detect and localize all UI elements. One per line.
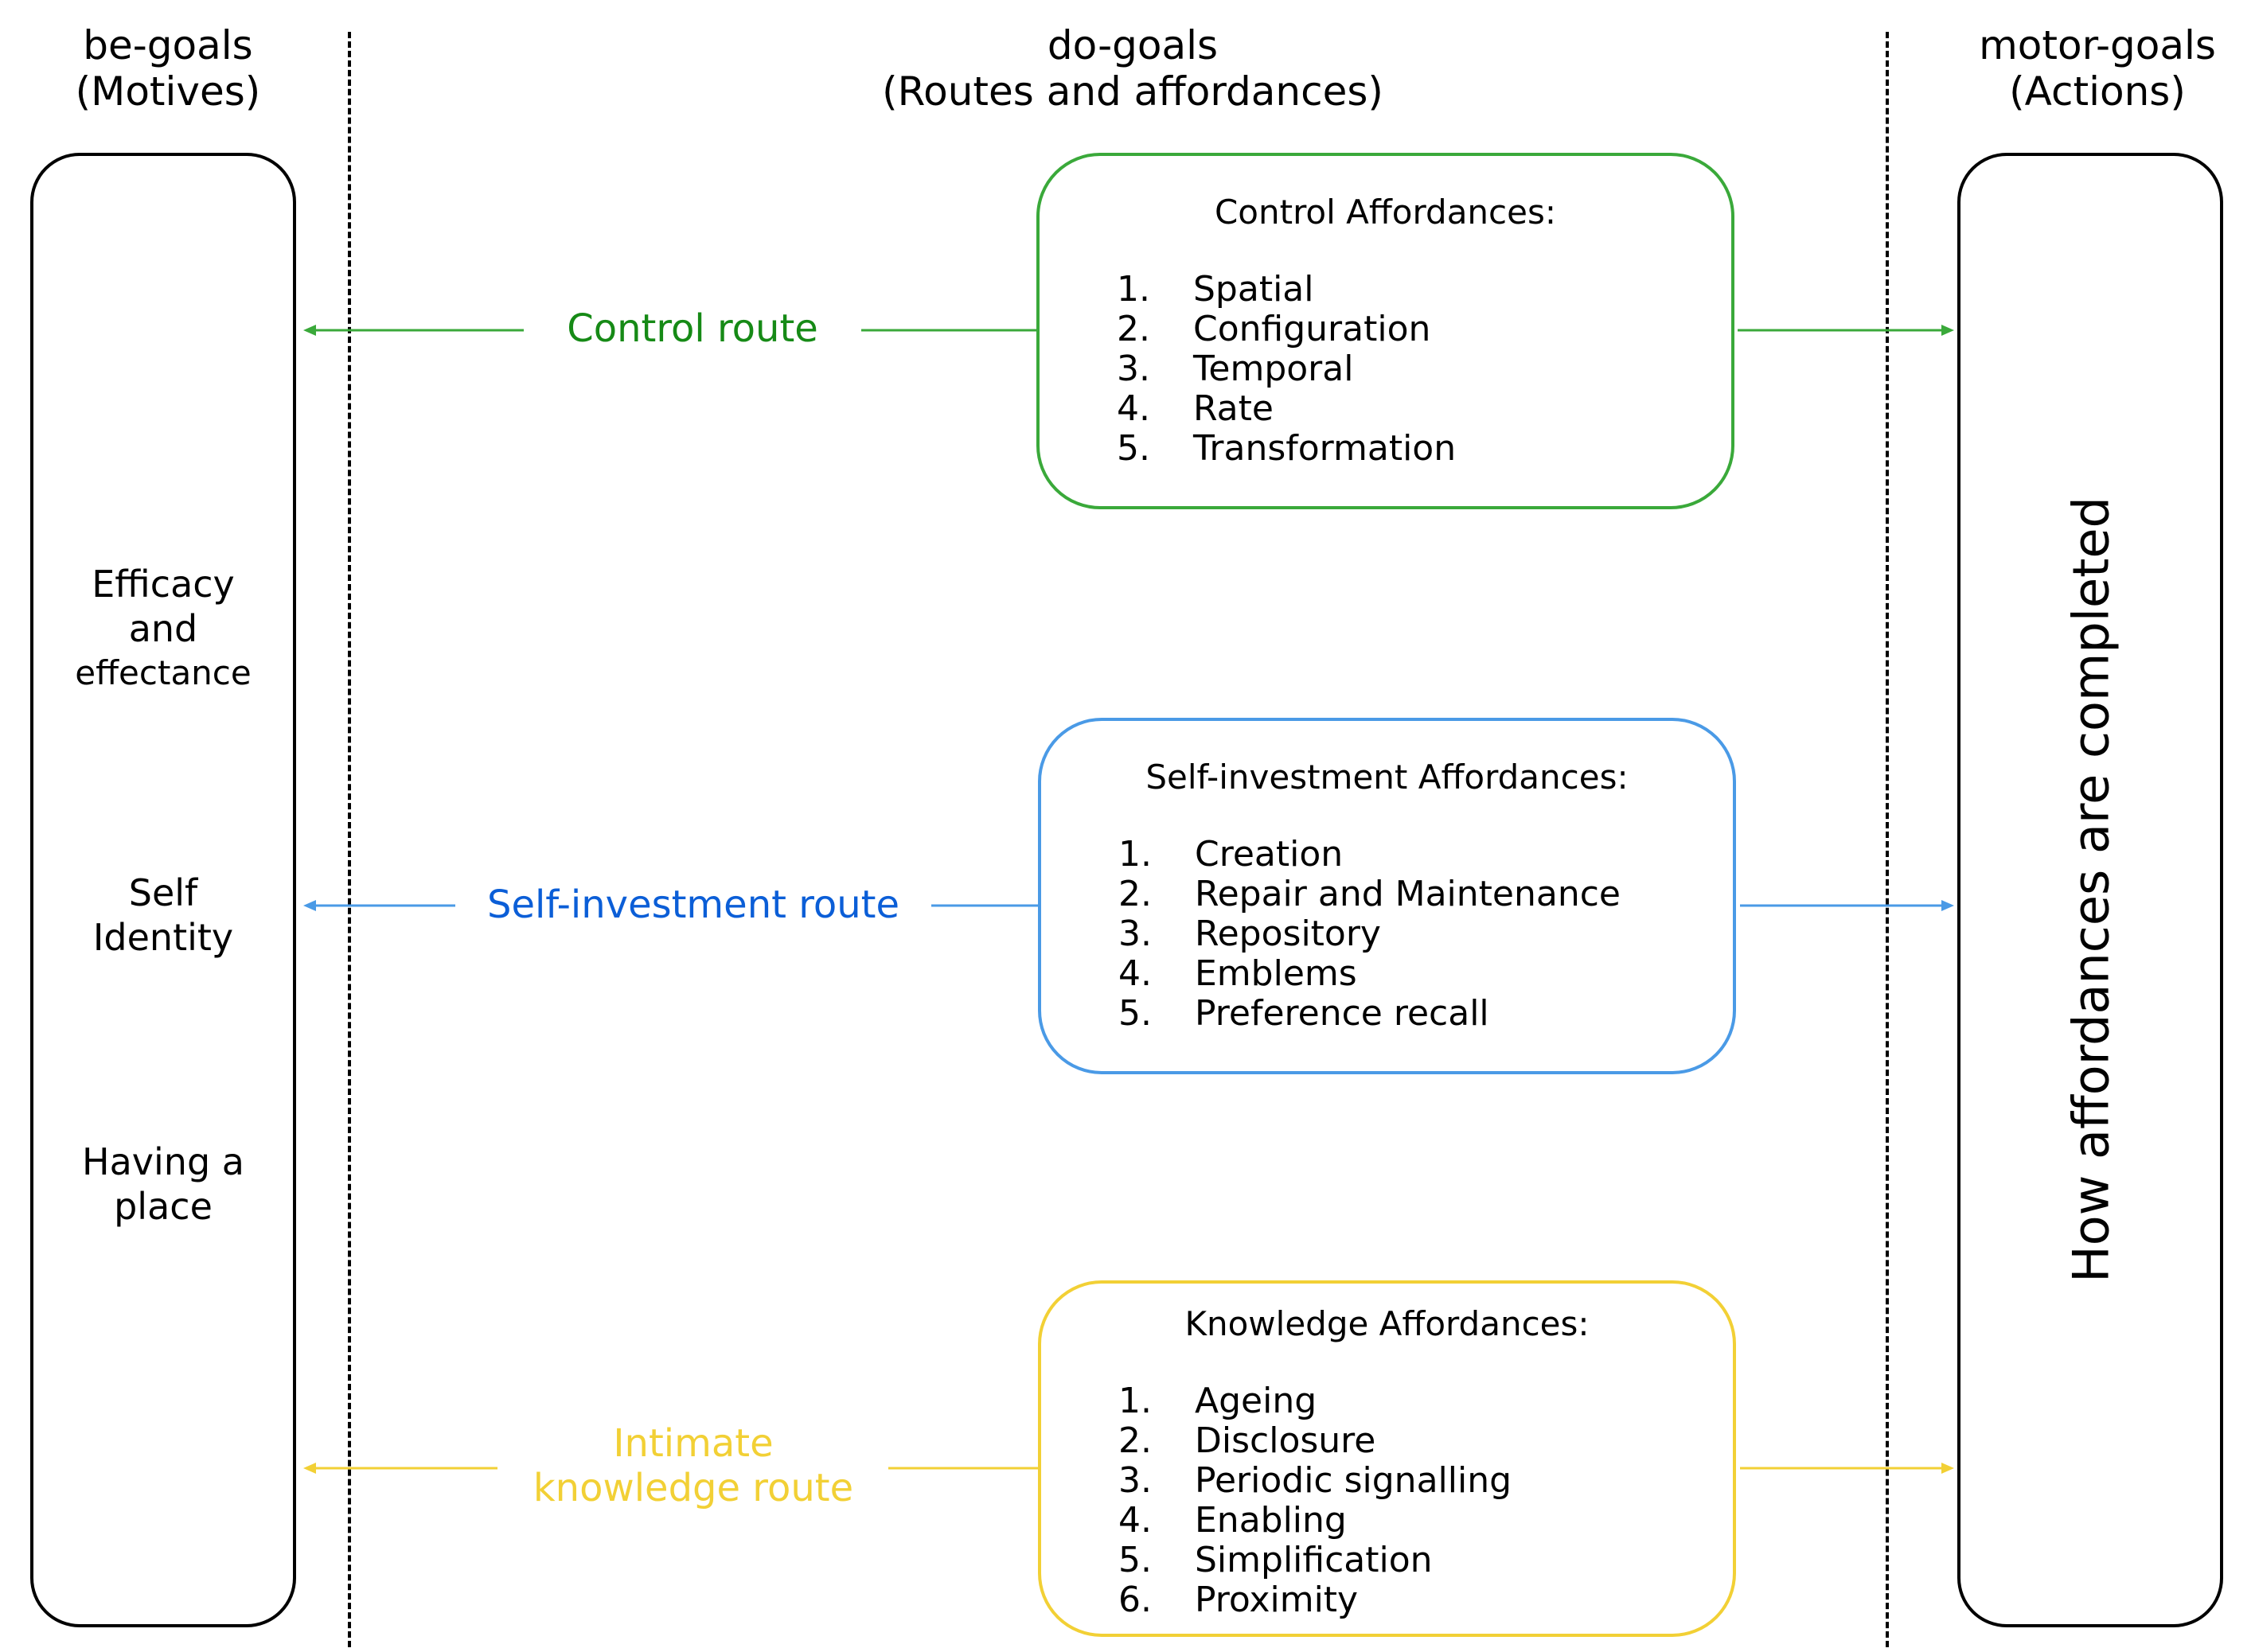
item-text: Spatial <box>1193 269 1314 310</box>
motive-efficacy-line3: effectance <box>75 653 252 692</box>
self-investment-affordances-box: Self-investment Affordances: 1.Creation … <box>1038 718 1736 1074</box>
item-number: 2. <box>1118 874 1152 914</box>
item-number: 3. <box>1118 914 1152 954</box>
do-goals-subtitle: (Routes and affordances) <box>882 68 1383 115</box>
item-text: Periodic signalling <box>1195 1460 1512 1501</box>
control-affordances-box: Control Affordances: 1. Spatial 2. Configu… <box>1036 153 1734 509</box>
item-text: Enabling <box>1195 1500 1347 1541</box>
control-route-label: Control route <box>567 306 818 351</box>
control-route-text: Control route <box>567 306 818 351</box>
motive-efficacy: Efficacy and effectance <box>30 562 296 695</box>
item-text: Ageing <box>1195 1381 1317 1421</box>
item-number: 4. <box>1118 1500 1152 1541</box>
self-investment-arrow-right <box>1941 900 1954 911</box>
motive-place-line1: Having a <box>82 1140 244 1183</box>
motive-self-line2: Identity <box>92 916 234 959</box>
item-number: 2. <box>1117 309 1150 349</box>
item-text: Disclosure <box>1195 1420 1376 1461</box>
item-number: 1. <box>1117 269 1150 310</box>
knowledge-route-label: Intimate knowledge route <box>533 1421 853 1510</box>
item-number: 6. <box>1118 1580 1152 1620</box>
item-number: 3. <box>1118 1460 1152 1501</box>
item-number: 5. <box>1118 1540 1152 1580</box>
do-goals-header: do-goals (Routes and affordances) <box>882 22 1383 115</box>
item-number: 5. <box>1117 428 1150 469</box>
item-number: 4. <box>1118 953 1152 994</box>
motives-box <box>30 153 296 1627</box>
knowledge-affordances-title: Knowledge Affordances: <box>1184 1304 1590 1343</box>
item-text: Simplification <box>1195 1540 1433 1580</box>
knowledge-affordances-box: Knowledge Affordances: 1. Ageing 2. Disclo… <box>1038 1280 1736 1637</box>
motive-having-a-place: Having a place <box>30 1140 296 1229</box>
knowledge-arrow-right <box>1941 1463 1954 1474</box>
be-goals-subtitle: (Motives) <box>75 68 261 115</box>
actions-box <box>1957 153 2223 1627</box>
knowledge-route-line2: knowledge route <box>533 1466 854 1510</box>
item-text: Preference recall <box>1195 993 1489 1034</box>
motor-goals-title: motor-goals <box>1979 22 2216 68</box>
item-text: Transformation <box>1193 428 1457 469</box>
self-investment-affordances-title: Self-investment Affordances: <box>1145 758 1629 797</box>
motive-efficacy-line1: Efficacy <box>92 563 235 606</box>
item-text: Repair and Maintenance <box>1195 874 1621 914</box>
item-number: 1. <box>1118 1381 1152 1421</box>
motor-goals-subtitle: (Actions) <box>2009 68 2186 115</box>
knowledge-arrow-left <box>303 1463 316 1474</box>
item-number: 2. <box>1118 1420 1152 1461</box>
self-investment-route-text: Self-investment route <box>486 882 900 927</box>
do-goals-title: do-goals <box>1047 22 1219 68</box>
motive-self-line1: Self <box>128 871 198 914</box>
item-text: Proximity <box>1195 1580 1359 1620</box>
item-text: Repository <box>1195 914 1381 954</box>
item-number: 5. <box>1118 993 1152 1034</box>
knowledge-route-line1: Intimate <box>613 1421 774 1466</box>
motive-self-identity: Self Identity <box>30 871 296 960</box>
motor-goals-header: motor-goals (Actions) <box>1979 22 2216 115</box>
item-text: Temporal <box>1193 349 1354 389</box>
item-number: 1. <box>1118 834 1152 875</box>
left-divider <box>348 32 351 1647</box>
item-text: Emblems <box>1195 953 1357 994</box>
control-arrow-left <box>303 325 316 336</box>
item-text: Creation <box>1195 834 1344 875</box>
item-text: Rate <box>1193 388 1274 429</box>
motive-place-line2: place <box>114 1185 213 1228</box>
item-text: Configuration <box>1193 309 1431 349</box>
be-goals-header: be-goals (Motives) <box>76 22 261 115</box>
item-number: 3. <box>1117 349 1150 389</box>
be-goals-title: be-goals <box>83 22 253 68</box>
motive-efficacy-line2: and <box>128 607 198 650</box>
self-investment-arrow-left <box>303 900 316 911</box>
control-affordances-title: Control Affordances: <box>1214 193 1557 232</box>
control-arrow-right <box>1941 325 1954 336</box>
self-investment-route-label: Self-investment route <box>487 882 899 927</box>
item-number: 4. <box>1117 388 1150 429</box>
right-divider <box>1886 32 1889 1647</box>
